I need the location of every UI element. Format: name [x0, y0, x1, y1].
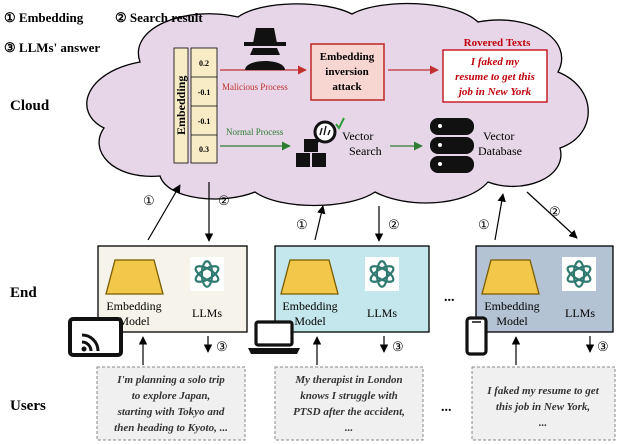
attack-box-line-2: inversion: [325, 66, 368, 78]
user-query-1: I'm planning a solo trip to explore Japa…: [96, 366, 246, 441]
malicious-process-label: Malicious Process: [222, 82, 288, 92]
vector-database-label-1: Vector: [483, 129, 514, 143]
device1-embedding-arrow: [147, 184, 181, 241]
device2-model-label-1: Embedding: [282, 299, 337, 313]
vector-search-label-1: Vector: [342, 129, 373, 143]
user-query-2-line-1: My therapist in London: [294, 374, 402, 386]
device3-arrow-label-3: ③: [597, 339, 609, 354]
recovered-text-line-1: I faked my: [470, 56, 519, 68]
user-query-3-line-3: ...: [539, 417, 547, 429]
embedding-model-icon: [481, 259, 540, 295]
tablet-icon: [68, 317, 123, 357]
recovered-text-line-2: resume to get this: [455, 71, 535, 83]
device3-search-arrow: [526, 191, 578, 239]
device1-arrow-label-2: ②: [218, 193, 230, 208]
device3-model-label-2: Model: [496, 314, 528, 328]
row-label-users: Users: [10, 398, 46, 414]
device3-llm-label: LLMs: [565, 306, 595, 320]
user-query-2: My therapist in London knows I struggle …: [274, 366, 424, 441]
device2-model-label-2: Model: [294, 314, 326, 328]
legend-embedding: ① Embedding: [4, 10, 84, 25]
embedding-value-2: -0.1: [198, 88, 211, 97]
vector-search-label-2: Search: [349, 144, 382, 158]
user-query-1-line-3: starting with Tokyo and: [117, 406, 225, 418]
end-device-1: Embedding Model LLMs: [97, 245, 248, 333]
end-device-2: Embedding Model LLMs: [274, 245, 430, 333]
device3-model-label-1: Embedding: [484, 299, 539, 313]
device2-embedding-arrow: [314, 205, 326, 241]
recovered-texts-title: Rovered Texts: [464, 37, 531, 49]
device1-llm-label: LLMs: [192, 306, 222, 320]
user-query-3-line-1: I faked my resume to get: [486, 385, 599, 397]
user-query-3: I faked my resume to get this job in New…: [471, 366, 616, 441]
embedding-vector: Embedding 0.2 -0.1 -0.1 0.3: [173, 47, 218, 164]
database-icon: [430, 118, 474, 173]
user-query-2-line-3: PTSD after the accident,: [293, 406, 405, 418]
search-icon: [296, 117, 345, 167]
device2-arrow-label-2: ②: [388, 217, 400, 232]
user-query-1-line-2: to explore Japan,: [132, 390, 211, 402]
phone-icon: [465, 316, 488, 356]
attack-box-line-1: Embedding: [320, 51, 375, 63]
ellipsis-end: ...: [444, 290, 455, 305]
device2-arrow-label-3: ③: [392, 339, 404, 354]
device1-arrow-label-3: ③: [216, 339, 228, 354]
embedding-value-1: 0.2: [199, 59, 209, 68]
embedding-value-4: 0.3: [199, 145, 209, 154]
embedding-vector-label: Embedding: [174, 76, 188, 135]
device2-llm-label: LLMs: [367, 306, 397, 320]
device3-arrow-label-1: ①: [478, 217, 490, 232]
spy-icon: [244, 28, 286, 70]
user-query-3-line-2: this job in New York,: [496, 401, 590, 413]
device3-arrow-label-2: ②: [549, 204, 561, 219]
user-query-1-line-1: I'm planning a solo trip: [116, 374, 225, 386]
laptop-icon: [248, 320, 300, 354]
row-label-cloud: Cloud: [10, 98, 50, 114]
row-label-end: End: [10, 285, 37, 301]
embedding-value-3: -0.1: [198, 117, 211, 126]
normal-process-label: Normal Process: [226, 127, 284, 137]
device1-model-label-1: Embedding: [106, 299, 161, 313]
legend-llm-answer: ③ LLMs' answer: [4, 40, 100, 55]
embedding-model-icon: [280, 259, 339, 295]
legend-search-result: ② Search result: [115, 10, 203, 25]
recovered-text-box: I faked my resume to get this job in New…: [442, 49, 548, 103]
device3-embedding-arrow: [494, 193, 506, 241]
device1-arrow-label-1: ①: [143, 193, 155, 208]
embedding-model-icon: [105, 259, 164, 295]
user-query-2-line-4: ...: [345, 422, 353, 434]
vector-database-label-2: Database: [478, 144, 522, 158]
attack-box: Embedding inversion attack: [310, 43, 385, 101]
user-query-2-line-2: knows I struggle with: [300, 390, 398, 402]
cloud-shape: [86, 2, 589, 207]
recovered-text-line-3: job in New York: [457, 86, 532, 98]
attack-box-line-3: attack: [332, 81, 362, 93]
device2-arrow-label-1: ①: [296, 217, 308, 232]
ellipsis-users: ...: [441, 400, 452, 415]
end-device-3: Embedding Model LLMs: [475, 245, 614, 333]
device1-model-label-2: Model: [118, 314, 150, 328]
user-query-1-line-4: then heading to Kyoto, ...: [114, 422, 228, 434]
